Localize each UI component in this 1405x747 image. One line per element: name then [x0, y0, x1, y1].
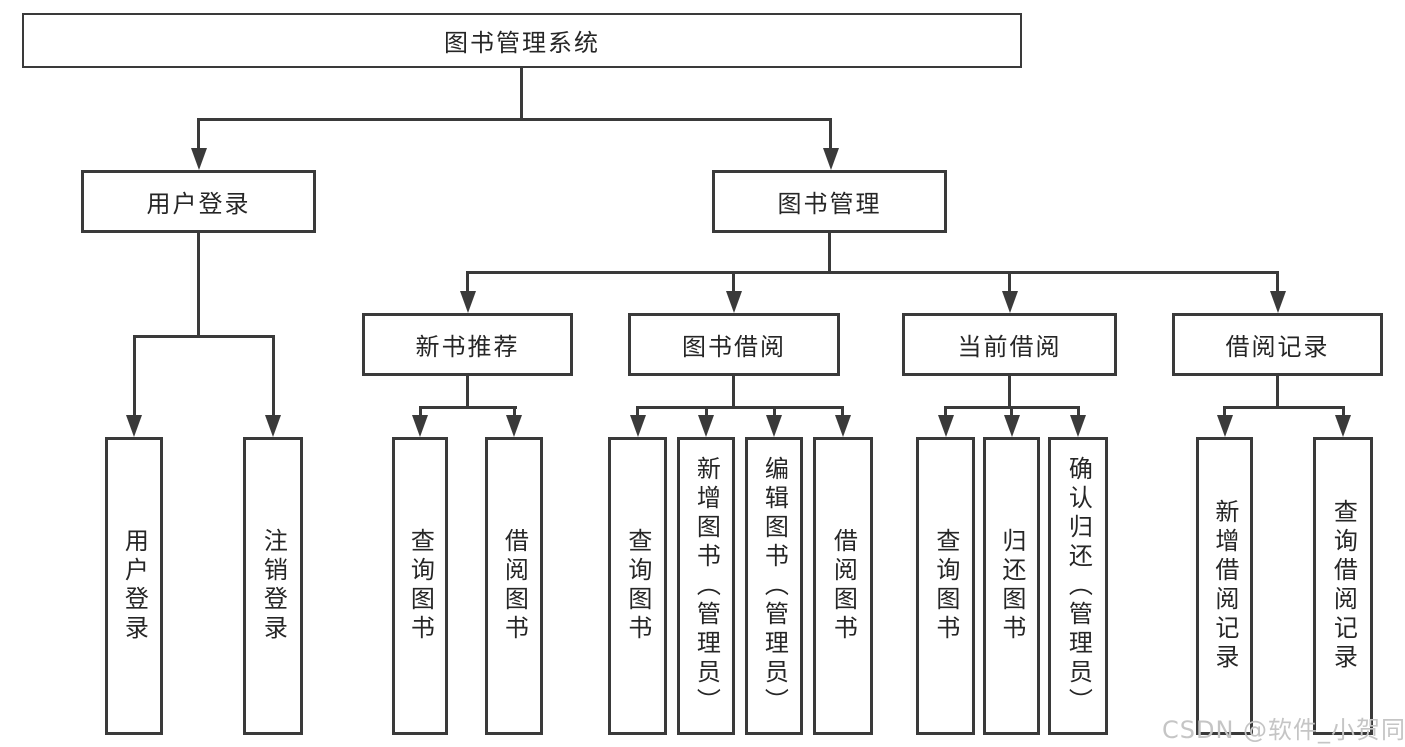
arrowhead-down-icon [1070, 415, 1086, 437]
connector-line [272, 335, 275, 415]
connector-line [197, 118, 832, 121]
connector-line [466, 271, 1279, 274]
leaf-logout: 注销登录 [243, 437, 303, 735]
connector-line [773, 406, 776, 415]
connector-line [513, 406, 516, 415]
arrowhead-down-icon [630, 415, 646, 437]
connector-line [1276, 271, 1279, 291]
arrowhead-down-icon [1217, 415, 1233, 437]
arrowhead-down-icon [191, 148, 207, 170]
arrowhead-down-icon [823, 148, 839, 170]
arrowhead-down-icon [1004, 415, 1020, 437]
arrowhead-down-icon [726, 291, 742, 313]
connector-line [829, 118, 832, 148]
connector-line [1223, 406, 1226, 415]
arrowhead-down-icon [265, 415, 281, 437]
leaf-edit-books-admin: 编辑图书（管理员） [745, 437, 803, 735]
node-borrow-records: 借阅记录 [1172, 313, 1383, 376]
leaf-return-books: 归还图书 [983, 437, 1040, 735]
connector-line [636, 406, 844, 409]
node-user-login: 用户登录 [81, 170, 316, 233]
leaf-add-borrow-record: 新增借阅记录 [1196, 437, 1253, 735]
connector-line [705, 406, 708, 415]
connector-line [520, 68, 523, 118]
connector-line [1008, 271, 1011, 291]
connector-line [197, 118, 200, 148]
connector-line [1010, 406, 1013, 415]
connector-line [466, 271, 469, 291]
connector-line [1008, 376, 1011, 406]
arrowhead-down-icon [835, 415, 851, 437]
connector-line [732, 271, 735, 291]
arrowhead-down-icon [766, 415, 782, 437]
arrowhead-down-icon [126, 415, 142, 437]
watermark-text: CSDN @软件_小贺同学 [1162, 716, 1405, 744]
connector-line [419, 406, 422, 415]
arrowhead-down-icon [1002, 291, 1018, 313]
node-root: 图书管理系统 [22, 13, 1022, 68]
connector-line [1077, 406, 1080, 415]
connector-line [466, 376, 469, 406]
arrowhead-down-icon [1270, 291, 1286, 313]
node-new-book-recommend: 新书推荐 [362, 313, 573, 376]
connector-line [133, 335, 275, 338]
connector-line [828, 233, 831, 271]
connector-line [944, 406, 947, 415]
leaf-confirm-return-admin: 确认归还（管理员） [1048, 437, 1108, 735]
connector-line [1342, 406, 1345, 415]
leaf-add-books-admin: 新增图书（管理员） [677, 437, 735, 735]
node-book-borrow: 图书借阅 [628, 313, 840, 376]
leaf-query-books-3: 查询图书 [916, 437, 975, 735]
leaf-query-borrow-record: 查询借阅记录 [1313, 437, 1373, 735]
connector-line [197, 233, 200, 335]
leaf-query-books-2: 查询图书 [608, 437, 667, 735]
node-current-borrow: 当前借阅 [902, 313, 1117, 376]
arrowhead-down-icon [460, 291, 476, 313]
node-book-management: 图书管理 [712, 170, 947, 233]
arrowhead-down-icon [698, 415, 714, 437]
connector-line [1223, 406, 1345, 409]
leaf-user-login: 用户登录 [105, 437, 163, 735]
arrowhead-down-icon [412, 415, 428, 437]
connector-line [133, 335, 136, 415]
connector-line [841, 406, 844, 415]
arrowhead-down-icon [938, 415, 954, 437]
connector-line [732, 376, 735, 406]
arrowhead-down-icon [1335, 415, 1351, 437]
leaf-query-books-1: 查询图书 [392, 437, 448, 735]
connector-line [636, 406, 639, 415]
leaf-borrow-books-1: 借阅图书 [485, 437, 543, 735]
connector-line [419, 406, 517, 409]
leaf-borrow-books-2: 借阅图书 [813, 437, 873, 735]
arrowhead-down-icon [506, 415, 522, 437]
connector-line [1276, 376, 1279, 406]
